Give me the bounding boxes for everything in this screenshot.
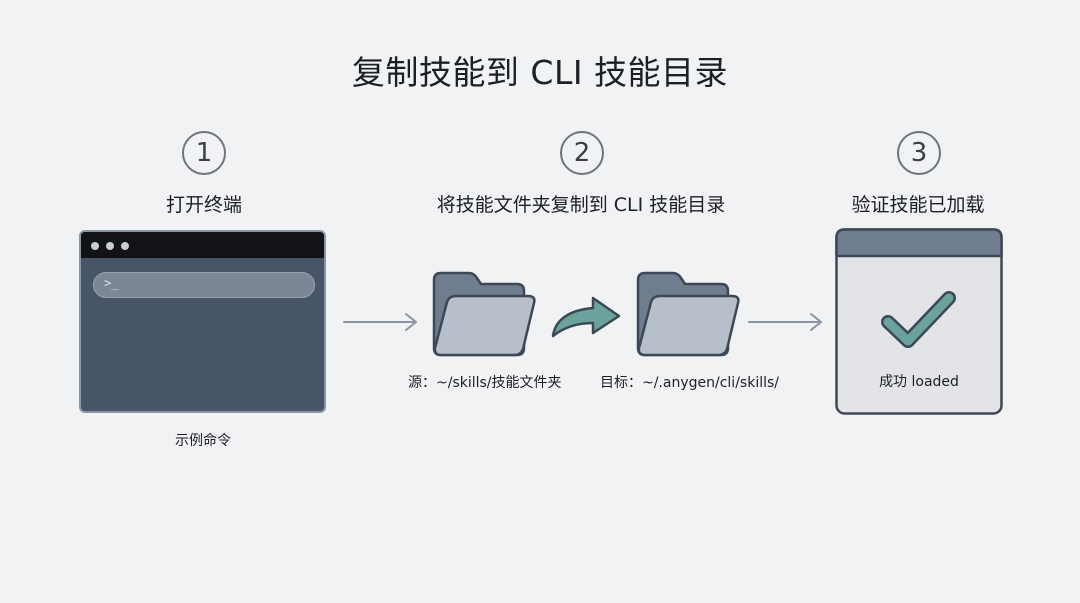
- step-1-label: 打开终端: [165, 194, 242, 216]
- verify-status-text: 成功 loaded: [879, 374, 959, 390]
- target-folder-label: 目标：~/.anygen/cli/skills/: [600, 375, 779, 391]
- source-folder-label: 源：~/skills/技能文件夹: [408, 375, 562, 391]
- terminal-caption: 示例命令: [175, 433, 231, 449]
- terminal-window-icon: >_: [79, 230, 326, 413]
- diagram-title: 复制技能到 CLI 技能目录: [351, 53, 729, 92]
- checkmark-icon: [881, 291, 956, 348]
- window-dot-icon: [106, 242, 114, 250]
- step-3-label: 验证技能已加载: [851, 194, 985, 216]
- terminal-title-bar: [81, 232, 324, 258]
- target-folder-icon: [636, 271, 740, 357]
- step-3-number: 3: [897, 131, 941, 175]
- source-folder-icon: [432, 271, 536, 357]
- step-2-label: 将技能文件夹复制到 CLI 技能目录: [436, 194, 726, 216]
- arrow-right-icon: [748, 313, 822, 331]
- terminal-prompt: >_: [104, 276, 119, 290]
- window-dot-icon: [121, 242, 129, 250]
- window-dot-icon: [91, 242, 99, 250]
- step-1-number: 1: [182, 131, 226, 175]
- step-2-number: 2: [560, 131, 604, 175]
- terminal-command-line: >_: [93, 272, 315, 298]
- copy-arrow-icon: [551, 296, 621, 338]
- arrow-right-icon: [343, 313, 417, 331]
